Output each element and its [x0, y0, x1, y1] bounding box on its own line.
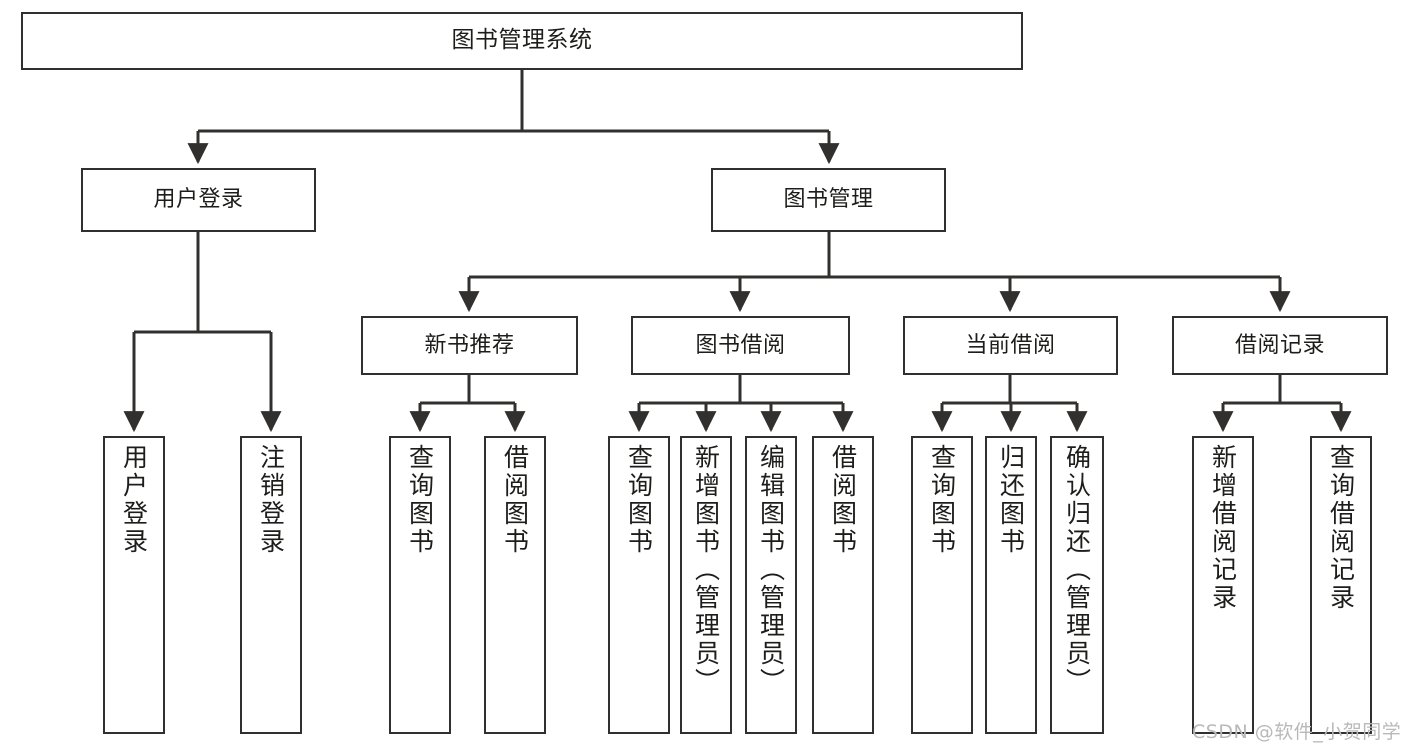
node-user-login[interactable]: 用户登录 — [81, 168, 316, 232]
leaf-add-borrow-record[interactable]: 新增借阅记录 — [1192, 436, 1254, 734]
leaf-query-book-current[interactable]: 查询图书 — [911, 436, 973, 734]
leaf-query-book-recommend-label: 查询图书 — [405, 444, 435, 556]
leaf-confirm-return-admin[interactable]: 确认归还（管理员） — [1050, 436, 1104, 734]
leaf-return-book-label: 归还图书 — [996, 444, 1026, 556]
node-book-borrow[interactable]: 图书借阅 — [631, 316, 850, 375]
leaf-logout[interactable]: 注销登录 — [240, 436, 302, 734]
leaf-query-borrow-record[interactable]: 查询借阅记录 — [1310, 436, 1372, 734]
leaf-add-borrow-record-label: 新增借阅记录 — [1208, 444, 1238, 612]
node-new-book-recommend-label: 新书推荐 — [424, 332, 515, 358]
leaf-query-book-borrow-label: 查询图书 — [624, 444, 654, 556]
leaf-borrow-book-recommend-label: 借阅图书 — [500, 444, 530, 556]
node-book-borrow-label: 图书借阅 — [695, 332, 786, 358]
leaf-borrow-book-recommend[interactable]: 借阅图书 — [484, 436, 546, 734]
node-current-borrow[interactable]: 当前借阅 — [903, 316, 1118, 375]
leaf-borrow-book[interactable]: 借阅图书 — [812, 436, 874, 734]
leaf-query-book-borrow[interactable]: 查询图书 — [608, 436, 670, 734]
node-book-management-label: 图书管理 — [783, 187, 874, 213]
leaf-edit-book-admin[interactable]: 编辑图书（管理员） — [745, 436, 797, 734]
node-book-management[interactable]: 图书管理 — [711, 168, 946, 232]
node-borrow-records-label: 借阅记录 — [1234, 332, 1325, 358]
watermark: CSDN @软件_小贺同学 — [1192, 721, 1402, 743]
leaf-return-book[interactable]: 归还图书 — [985, 436, 1037, 734]
leaf-add-book-admin[interactable]: 新增图书（管理员） — [680, 436, 732, 734]
leaf-add-book-admin-label: 新增图书（管理员） — [691, 444, 721, 696]
node-new-book-recommend[interactable]: 新书推荐 — [361, 316, 578, 375]
node-user-login-label: 用户登录 — [153, 187, 244, 213]
leaf-logout-label: 注销登录 — [256, 444, 286, 556]
leaf-confirm-return-admin-label: 确认归还（管理员） — [1062, 444, 1092, 696]
leaf-user-login[interactable]: 用户登录 — [103, 436, 165, 734]
node-borrow-records[interactable]: 借阅记录 — [1172, 316, 1388, 375]
leaf-query-book-recommend[interactable]: 查询图书 — [389, 436, 451, 734]
leaf-user-login-label: 用户登录 — [119, 444, 149, 556]
leaf-query-borrow-record-label: 查询借阅记录 — [1326, 444, 1356, 612]
leaf-borrow-book-label: 借阅图书 — [828, 444, 858, 556]
node-root-label: 图书管理系统 — [451, 27, 593, 54]
leaf-query-book-current-label: 查询图书 — [927, 444, 957, 556]
leaf-edit-book-admin-label: 编辑图书（管理员） — [756, 444, 786, 696]
node-current-borrow-label: 当前借阅 — [965, 332, 1056, 358]
node-root[interactable]: 图书管理系统 — [21, 12, 1023, 70]
